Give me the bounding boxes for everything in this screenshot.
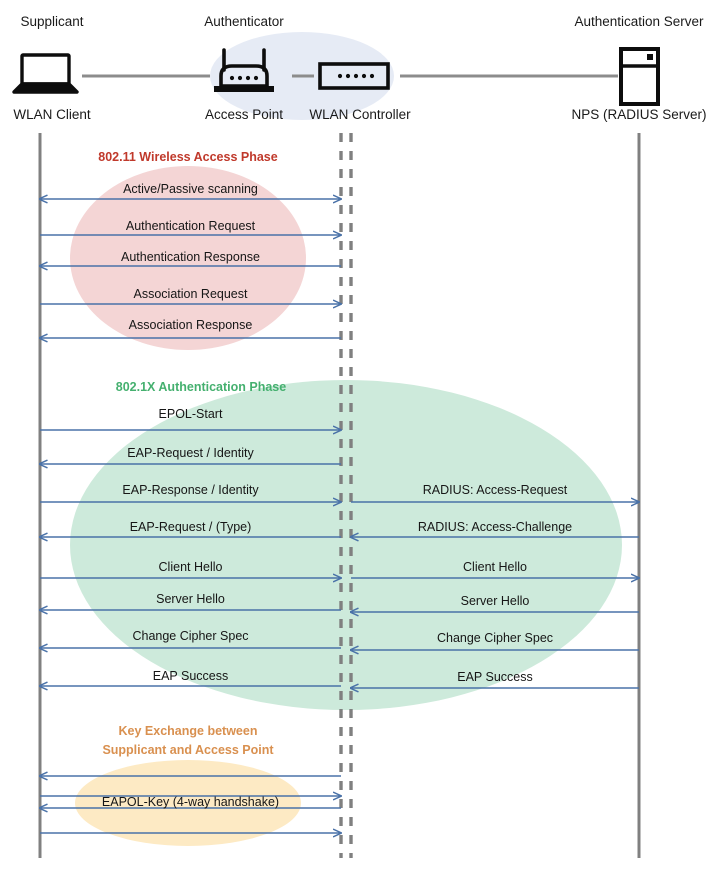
message-label-m19: EAP Success xyxy=(457,670,533,684)
phase-802-11-label: 802.11 Wireless Access Phase xyxy=(28,148,348,167)
server-icon xyxy=(619,47,660,106)
actor-device-3: NPS (RADIUS Server) xyxy=(571,107,707,122)
phase-802-1x-label-line-0: 802.1X Authentication Phase xyxy=(115,380,287,394)
access-point-icon xyxy=(214,48,274,92)
actor-device-1: Access Point xyxy=(204,107,284,122)
message-label-m12: Change Cipher Spec xyxy=(132,629,249,643)
message-arrows xyxy=(40,199,639,833)
message-label-m17: Server Hello xyxy=(460,594,530,608)
phase-key-exchange-label-line-1: Supplicant and Access Point xyxy=(102,743,274,757)
actor-role-0: Supplicant xyxy=(20,14,84,29)
message-label-m13: EAP Success xyxy=(152,669,229,683)
phase-key-exchange-ellipse xyxy=(75,760,301,846)
message-label-m1: Active/Passive scanning xyxy=(123,182,258,196)
message-label-m22: EAPOL-Key (4-way handshake) xyxy=(101,795,280,809)
message-label-m6: EPOL-Start xyxy=(158,407,223,421)
actor-role-1: Authenticator xyxy=(204,14,284,29)
message-label-m18: Change Cipher Spec xyxy=(436,631,554,645)
phase-802-1x-label: 802.1X Authentication Phase xyxy=(41,378,361,397)
message-label-m3: Authentication Response xyxy=(121,250,260,264)
message-label-m10: Client Hello xyxy=(158,560,223,574)
message-label-m14: RADIUS: Access-Request xyxy=(422,483,568,497)
actor-device-2: WLAN Controller xyxy=(309,107,411,122)
message-label-m15: RADIUS: Access-Challenge xyxy=(417,520,573,534)
message-label-m16: Client Hello xyxy=(463,560,527,574)
message-label-m8: EAP-Response / Identity xyxy=(122,483,259,497)
message-label-m9: EAP-Request / (Type) xyxy=(129,520,252,534)
lifelines xyxy=(38,133,641,858)
phase-key-exchange-label-line-0: Key Exchange between xyxy=(118,724,258,738)
phase-802-11-label-line-0: 802.11 Wireless Access Phase xyxy=(98,150,278,164)
actor-device-0: WLAN Client xyxy=(13,107,91,122)
phase-802-1x-ellipse xyxy=(70,380,622,710)
message-label-m11: Server Hello xyxy=(156,592,225,606)
wlan-controller-icon xyxy=(318,62,390,90)
message-label-m7: EAP-Request / Identity xyxy=(127,446,254,460)
message-label-m2: Authentication Request xyxy=(125,219,256,233)
actor-role-3: Authentication Server xyxy=(574,14,704,29)
laptop-icon xyxy=(12,53,79,94)
message-label-m5: Association Response xyxy=(128,318,253,332)
message-label-m4: Association Request xyxy=(133,287,248,301)
